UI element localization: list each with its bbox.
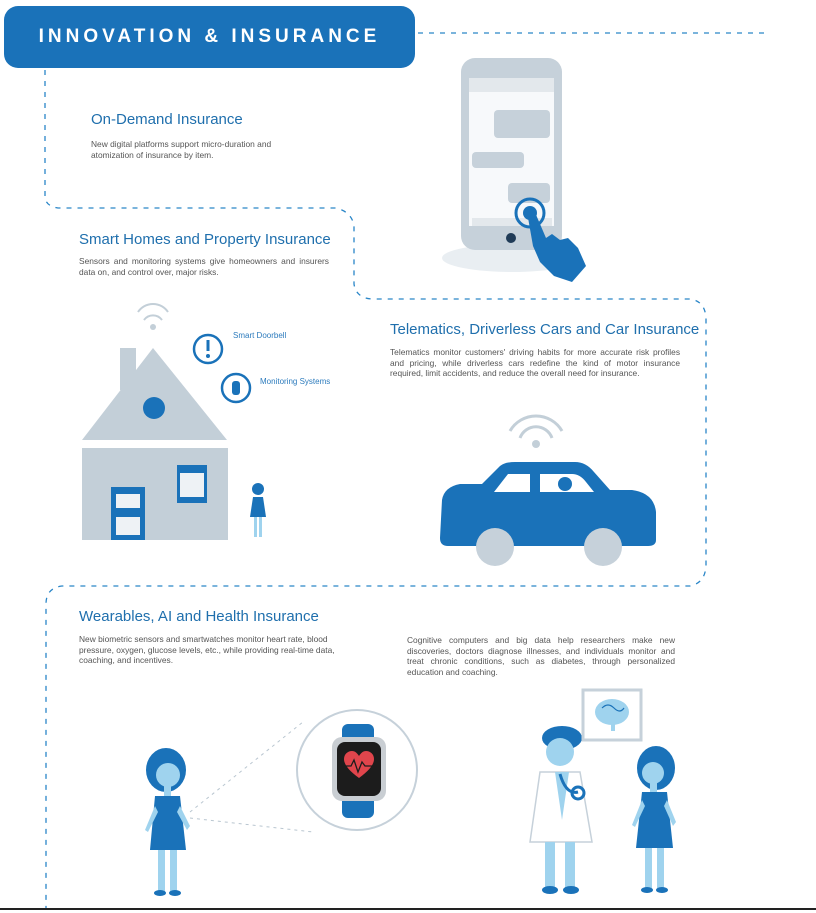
smart-homes-title: Smart Homes and Property Insurance (79, 231, 331, 248)
cognitive-computing-text: Cognitive computers and big data help re… (407, 635, 675, 677)
page-title-banner: INNOVATION & INSURANCE (4, 6, 415, 68)
page-title: INNOVATION & INSURANCE (38, 26, 381, 47)
wearables-text: New biometric sensors and smartwatches m… (79, 634, 335, 665)
woman-figure-left (145, 748, 190, 896)
doctor-figure (529, 726, 593, 894)
smartwatch-illustration (296, 709, 418, 831)
telematics-title: Telematics, Driverless Cars and Car Insu… (390, 321, 700, 338)
monitoring-systems-label: Monitoring Systems (260, 377, 331, 386)
house-illustration (82, 303, 266, 540)
bottom-border (0, 908, 816, 910)
smartphone-illustration (442, 58, 586, 282)
wearables-title: Wearables, AI and Health Insurance (79, 608, 319, 625)
telematics-text: Telematics monitor customers' driving ha… (390, 347, 680, 378)
monitoring-sensor-icon (220, 372, 252, 404)
on-demand-title: On-Demand Insurance (91, 111, 243, 128)
on-demand-text: New digital platforms support micro-dura… (91, 139, 272, 160)
smart-homes-text: Sensors and monitoring systems give home… (79, 256, 329, 277)
dashed-connector-path (44, 32, 765, 908)
brain-monitor-icon (581, 688, 643, 742)
patient-figure-right (632, 746, 676, 893)
car-illustration (440, 414, 656, 566)
alert-icon (192, 333, 224, 365)
smart-doorbell-label: Smart Doorbell (233, 331, 287, 340)
